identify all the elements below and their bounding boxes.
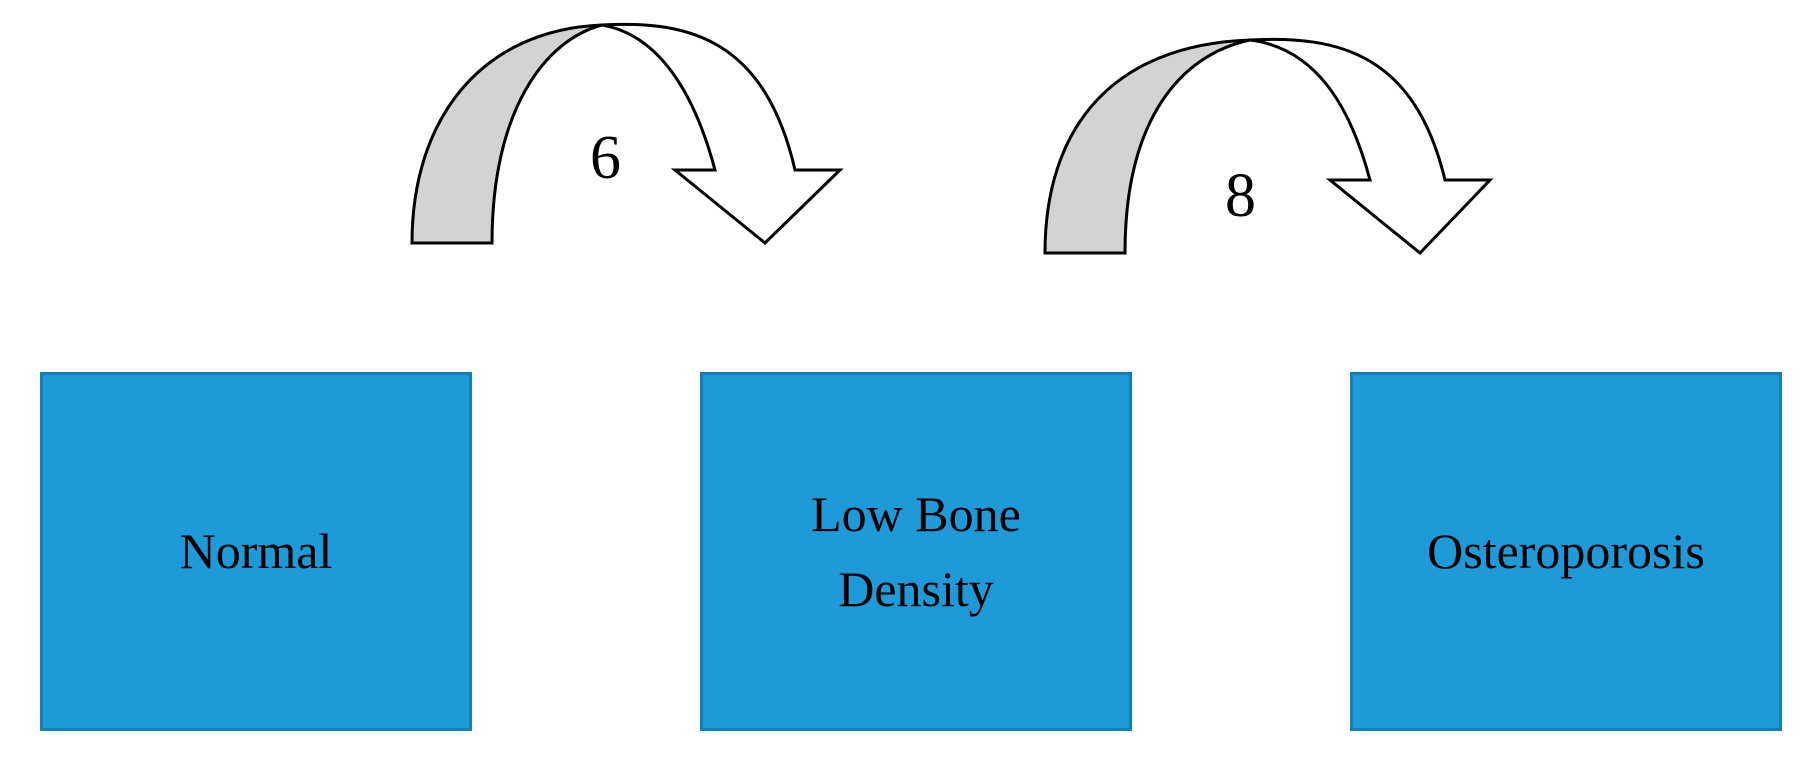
arrow-front-band <box>601 22 844 246</box>
stage-box-normal: Normal <box>40 372 472 731</box>
transition-label-8: 8 <box>1225 162 1256 230</box>
arrow-back-band <box>410 23 603 245</box>
transition-label-6: 6 <box>590 124 621 192</box>
stage-box-low-bone-density: Low Bone Density <box>700 372 1132 731</box>
stage-label: Low Bone Density <box>811 485 1021 617</box>
arrow-front-band <box>1249 37 1494 256</box>
stage-box-osteroporosis: Osteroporosis <box>1350 372 1782 731</box>
stage-label: Osteroporosis <box>1427 523 1705 579</box>
stage-label: Normal <box>179 523 333 579</box>
arrow-back-band <box>1043 38 1251 255</box>
